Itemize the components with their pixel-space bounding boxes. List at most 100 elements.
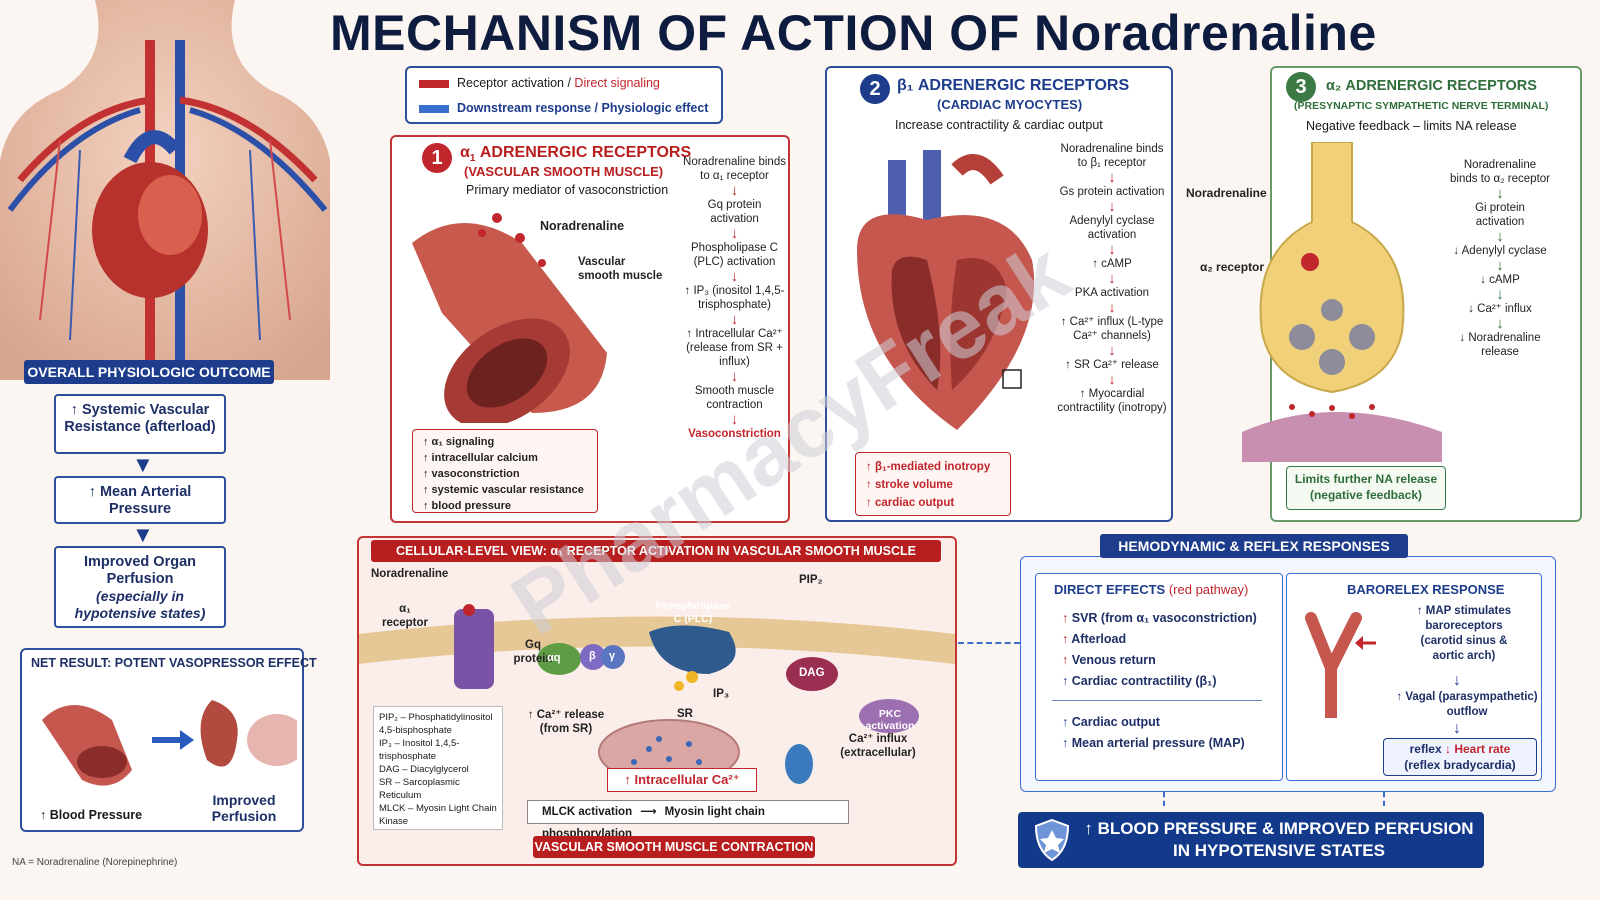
down-arrow-icon: ↓ [1496,228,1504,245]
direct-effects-box: DIRECT EFFECTS (red pathway) ↑ SVR (from… [1035,573,1283,781]
beta1-step: ↑ Ca²⁺ influx (L-type Ca²⁺ channels) [1060,316,1164,342]
legend-item-blue: Downstream response / Physiologic effect [419,101,708,115]
down-arrow-icon: ↓ [730,368,739,385]
cell-label-noradrenaline: Noradrenaline [371,568,449,580]
cell-label-pkc: PKC activation [865,708,915,732]
final-banner-text: ↑ BLOOD PRESSURE & IMPROVED PERFUSION IN… [1084,819,1474,860]
legend-item-red: Receptor activation / Direct signaling [419,76,660,90]
direct-effects-list-2: ↑ Cardiac output ↑ Mean arterial pressur… [1062,715,1245,750]
red-arrow-icon [419,79,449,88]
down-arrow-icon: ↓ [1108,241,1116,258]
alpha1-panel: 1 α1 ADRENERGIC RECEPTORS (VASCULAR SMOO… [390,135,790,523]
down-arrow-icon: ↓ [1496,315,1504,332]
hemo-title: HEMODYNAMIC & REFLEX RESPONSES [1100,534,1408,558]
beta1-panel: 2 β₁ ADRENERGIC RECEPTORS (CARDIAC MYOCY… [825,66,1173,522]
connector-arrow [1383,792,1385,806]
down-arrow-icon: ↓ [1108,371,1116,388]
vessel-kidney-brain-illustration [42,700,297,786]
baroreflex-step2: ↑ Vagal (parasympathetic) outflow [1396,691,1538,718]
alpha2-summary: Limits further NA release (negative feed… [1286,466,1446,510]
blood-vessel-illustration [412,213,607,423]
cell-label-alpha1-receptor: α₁ receptor [381,603,429,629]
outcome-box-map: ↑ Mean Arterial Pressure [54,476,226,524]
alpha2-step: Gi protein activation [1475,202,1525,228]
alpha1-step: Gq protein activation [707,199,762,225]
cell-label-pip2: PIP₂ [799,574,823,586]
cell-label-g: γ [609,650,616,662]
down-arrow-icon: ▼ [132,522,154,547]
down-arrow-icon: ↓ [1108,342,1116,359]
alpha1-header: 1 [422,143,452,173]
alpha2-step: ↓ Adenylyl cyclase [1453,245,1547,257]
net-result-title: NET RESULT: POTENT VASOPRESSOR EFFECT [31,656,317,670]
heart-cross-section-illustration [857,150,1035,430]
baroreflex-step1: ↑ MAP stimulates baroreceptors (carotid … [1416,605,1512,662]
right-arrow-icon: ⟶ [640,806,657,818]
alpha1-step: ↑ Intracellular Ca²⁺ (release from SR + … [686,328,783,368]
down-arrow-icon: ↓ [730,225,739,242]
net-result-panel: NET RESULT: POTENT VASOPRESSOR EFFECT ↑ … [20,648,317,832]
down-arrow-icon: ↓ [1108,198,1116,215]
up-arrow-icon: ↑ [1062,715,1072,729]
alpha2-desc: Negative feedback – limits NA release [1306,119,1517,133]
direct-effects-title: DIRECT EFFECTS (red pathway) [1054,582,1249,597]
cell-label-sr: SR [677,708,693,720]
beta1-step: Gs protein activation [1059,186,1165,198]
cell-label-ip3: IP₃ [713,688,730,700]
cell-mlck-row: MLCK activation⟶Myosin light chain phosp… [527,800,849,840]
alpha1-steps: Noradrenaline binds to α₁ receptor ↓ Gq … [682,155,787,441]
beta1-step: ↑ SR Ca²⁺ release [1065,359,1159,371]
cell-intracellular-ca: ↑ Intracellular Ca²⁺ [607,768,757,792]
alpha2-step: ↓ Ca²⁺ influx [1468,303,1532,315]
cellular-panel: CELLULAR-LEVEL VIEW: α₁ RECEPTOR ACTIVAT… [357,536,957,866]
beta1-step: ↑ Myocardial contractility (inotropy) [1057,388,1167,414]
outcome-box-perfusion: Improved Organ Perfusion (especially in … [54,546,226,628]
down-arrow-icon: ↓ [730,311,739,328]
beta1-step: Adenylyl cyclase activation [1069,215,1155,241]
cell-label-gq: Gq protein [513,639,553,665]
down-arrow-icon: ↓ [1453,720,1461,737]
alpha2-panel: 3 α₂ ADRENERGIC RECEPTORS (PRESYNAPTIC S… [1186,66,1582,522]
alpha1-subtitle: (VASCULAR SMOOTH MUSCLE) [464,164,664,179]
alpha1-label-noradrenaline: Noradrenaline [540,219,625,233]
direct-effects-list: ↑ SVR (from α₁ vasoconstriction) ↑ After… [1062,611,1257,688]
blue-arrow-icon [419,104,449,113]
beta1-steps: Noradrenaline binds to β₁ receptor ↓ Gs … [1057,142,1167,415]
alpha1-step: Phospholipase C (PLC) activation [691,242,778,268]
alpha2-step: ↓ cAMP [1480,274,1520,286]
baroreflex-box: BARORELEX RESPONSE ↑ MAP stimulates baro… [1286,573,1542,781]
down-arrow-icon: ↓ [1108,299,1116,316]
outcome-box-svr: ↑ Systemic Vascular Resistance (afterloa… [54,394,226,454]
connector-arrow [958,642,1020,644]
outcome-header: OVERALL PHYSIOLOGIC OUTCOME [24,360,274,384]
cellular-title: CELLULAR-LEVEL VIEW: α₁ RECEPTOR ACTIVAT… [371,540,941,562]
alpha2-label-receptor: α₂ receptor [1200,260,1265,274]
torso-circulation-illustration [0,0,330,380]
connector-arrow [1163,792,1165,806]
down-arrow-icon: ↓ [1108,270,1116,287]
up-arrow-icon: ↑ [1062,611,1072,625]
down-arrow-icon: ↓ [730,268,739,285]
alpha1-summary: ↑ α₁ signaling ↑ intracellular calcium ↑… [412,429,598,513]
alpha2-steps: Noradrenaline binds to α₂ receptor ↓ Gi … [1450,158,1550,359]
alpha2-subtitle: (PRESYNAPTIC SYMPATHETIC NERVE TERMINAL) [1294,100,1549,112]
alpha2-title: α₂ ADRENERGIC RECEPTORS [1326,78,1537,94]
beta1-step: Noradrenaline binds to β₁ receptor [1060,143,1164,169]
alpha1-step: ↑ IP₃ (inositol 1,4,5-trisphosphate) [684,285,785,311]
beta1-title: β₁ ADRENERGIC RECEPTORS [897,77,1130,94]
alpha1-title: α1 ADRENERGIC RECEPTORS [460,144,692,165]
footnote: NA = Noradrenaline (Norepinephrine) [12,857,178,868]
down-arrow-icon: ↓ [730,182,739,199]
baroreflex-title: BARORELEX RESPONSE [1347,582,1505,597]
down-arrow-icon: ↓ [730,411,739,428]
cell-label-dag: DAG [799,667,825,679]
alpha2-step: ↓ Noradrenaline release [1459,332,1541,358]
alpha1-desc: Primary mediator of vasoconstriction [466,183,669,197]
cell-label-aq: αq [547,652,561,664]
divider [1052,700,1262,701]
carotid-artery-illustration [1305,612,1376,718]
beta1-summary: ↑ β₁-mediated inotropy ↑ stroke volume ↑… [855,452,1011,516]
hemo-panel: DIRECT EFFECTS (red pathway) ↑ SVR (from… [1020,556,1556,792]
up-arrow-icon: ↑ [1062,653,1072,667]
